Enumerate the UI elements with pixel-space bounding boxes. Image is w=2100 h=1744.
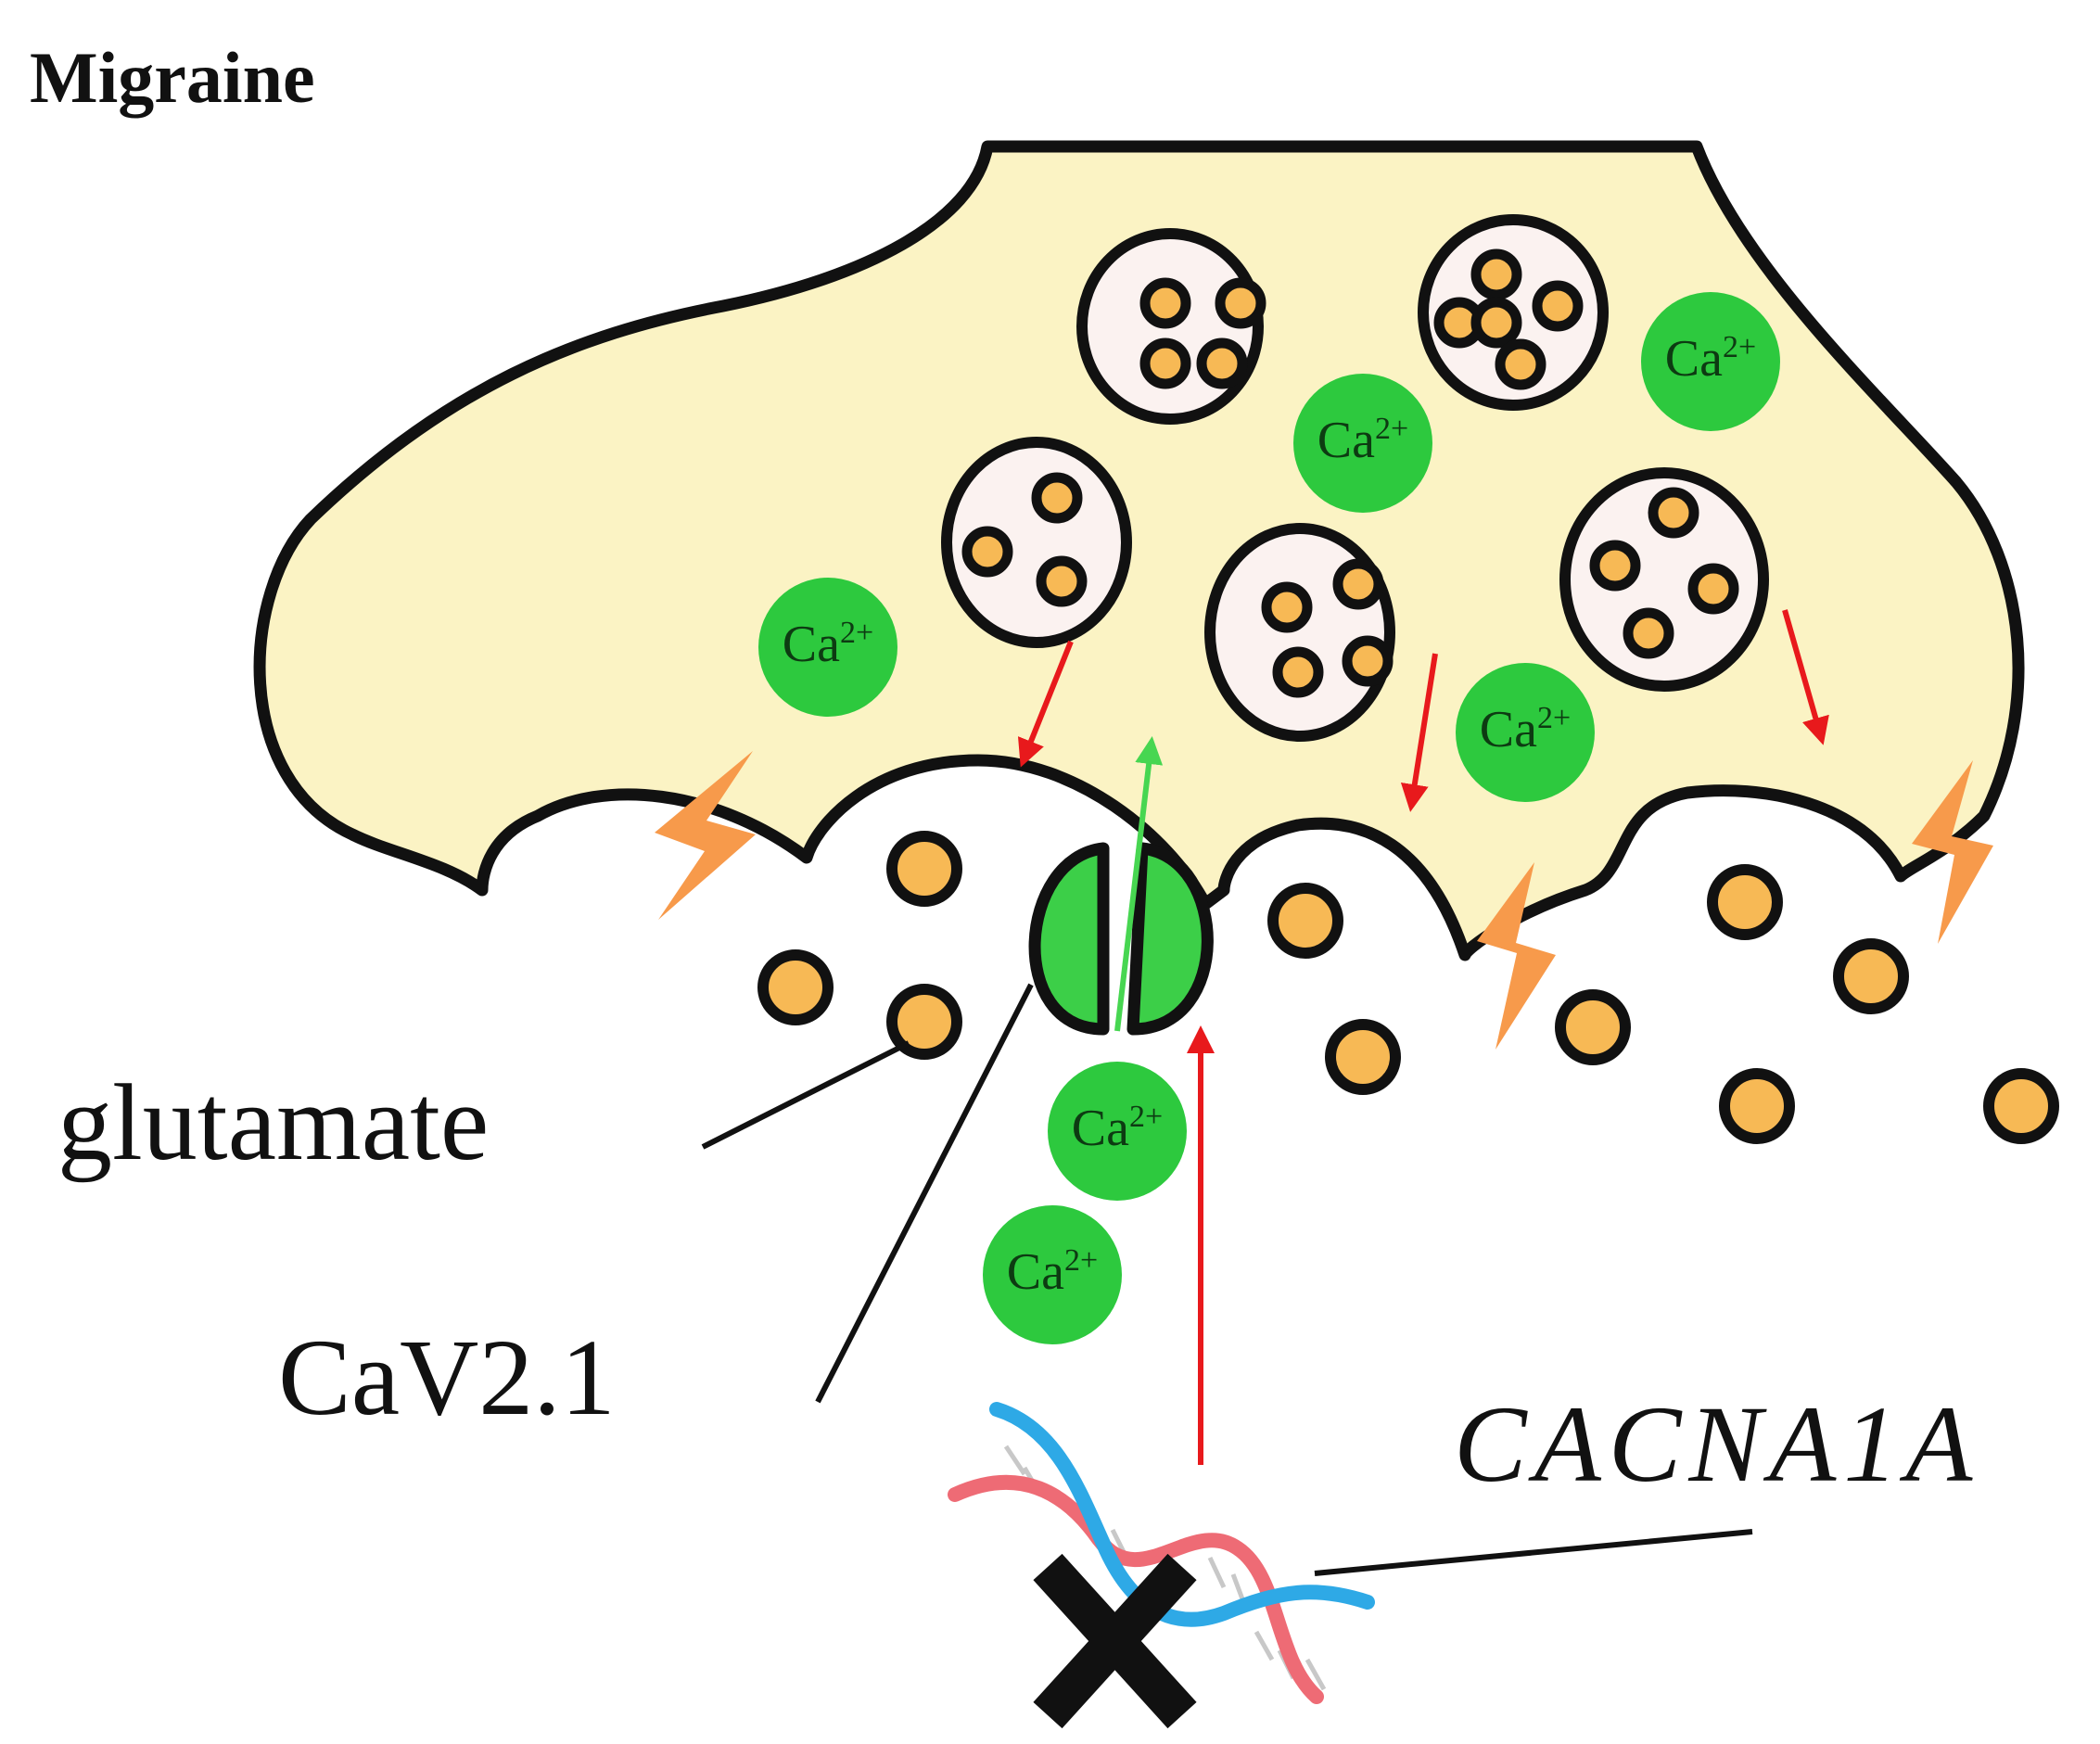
glutamate-leader-line [701, 1040, 910, 1150]
glutamate-molecule [1833, 938, 1909, 1014]
dna-helix-icon [948, 1402, 1375, 1704]
release-arrow [1400, 653, 1438, 812]
vesicle [941, 437, 1132, 648]
release-arrow [1017, 640, 1074, 768]
calcium-influx-arrow [1114, 736, 1164, 1032]
cav2-1-channel [1028, 842, 1214, 1036]
calcium-ion: Ca2+ [983, 1205, 1122, 1344]
glutamate-label: glutamate [57, 1062, 489, 1183]
svg-text:Ca2+: Ca2+ [1317, 412, 1408, 469]
calcium-ion: Ca2+ [1048, 1062, 1187, 1201]
svg-text:Ca2+: Ca2+ [1665, 330, 1756, 388]
lightning-bolt-icon [1912, 760, 1993, 944]
glutamate-molecule [886, 984, 962, 1060]
svg-text:Ca2+: Ca2+ [1480, 701, 1571, 758]
channel-label: CaV2.1 [278, 1317, 616, 1438]
calcium-ion: Ca2+ [1456, 663, 1595, 802]
calcium-ion: Ca2+ [1641, 292, 1780, 431]
svg-text:Ca2+: Ca2+ [1072, 1100, 1163, 1157]
glutamate-molecule [1719, 1068, 1795, 1144]
vesicle [1076, 228, 1266, 425]
glutamate-molecule [1325, 1019, 1401, 1095]
figure-title: Migraine [30, 37, 315, 118]
glutamate-molecule [1555, 989, 1631, 1065]
vesicle [1418, 214, 1609, 411]
vesicle [1559, 467, 1769, 692]
gene-leader-line [1314, 1529, 1753, 1576]
channel-leader-line [815, 983, 1034, 1404]
glutamate-molecule [886, 831, 962, 907]
release-arrow [1782, 609, 1829, 745]
svg-text:Ca2+: Ca2+ [1007, 1243, 1098, 1301]
glutamate-molecule [757, 949, 834, 1025]
lightning-bolt-icon [1477, 862, 1556, 1050]
svg-text:Ca2+: Ca2+ [783, 616, 873, 673]
glutamate-molecule [1983, 1068, 2059, 1144]
calcium-ion: Ca2+ [758, 578, 897, 717]
glutamate-molecule [1267, 883, 1343, 959]
gene-label: CACNA1A [1454, 1383, 1979, 1505]
calcium-ion: Ca2+ [1293, 374, 1432, 513]
lightning-bolt-icon [655, 751, 756, 920]
x-mark-icon [1033, 1553, 1197, 1729]
vesicle [1204, 523, 1395, 742]
glutamate-molecule [1707, 864, 1783, 940]
